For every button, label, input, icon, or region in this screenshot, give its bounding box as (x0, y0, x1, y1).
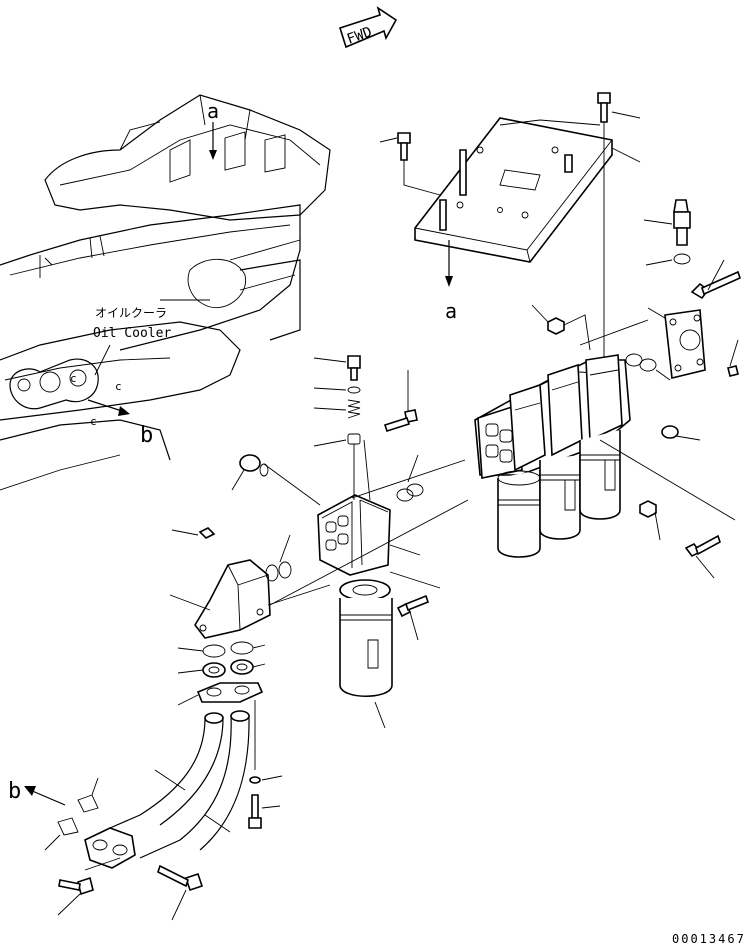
filter-cartridge-3 (579, 430, 621, 520)
filter-cartridge-2 (539, 455, 581, 540)
arrow-b-bottom-line (29, 789, 66, 806)
callout-a-plate: a (445, 299, 457, 323)
callout-a-top: a (207, 99, 219, 123)
side-cover (625, 307, 739, 381)
spin-on-filter (339, 579, 393, 729)
oil-cooler-label-en: Oil Cooler (93, 326, 171, 341)
drawing-number: 00013467 (672, 932, 746, 945)
arrow-b-bottom-head (24, 786, 36, 796)
arrow-a-plate-head (445, 276, 453, 287)
leader-triple-to-cover (579, 319, 649, 346)
nut-lower (639, 500, 661, 541)
o-rings-center (396, 454, 424, 502)
oil-pipe (84, 710, 250, 869)
washer-right (661, 425, 701, 441)
bolt-lower-right (684, 534, 721, 579)
bolt-right-upper (690, 259, 741, 300)
bolt-flange-right (157, 864, 204, 921)
mark-c-3: c (70, 372, 77, 385)
arrow-b-head (118, 406, 130, 416)
oil-cooler-leader (94, 344, 111, 376)
filter-cartridge-1 (497, 470, 541, 558)
bolt-filter-side (396, 594, 429, 641)
bolt-pipe-vertical (248, 700, 283, 829)
temperature-sensor (643, 199, 691, 266)
plug-left (231, 454, 321, 506)
plate-bolt-left (379, 132, 441, 196)
adapter-block (169, 527, 331, 639)
mark-c-2: c (90, 415, 97, 428)
nut-upper (531, 304, 591, 351)
mounting-plate (414, 117, 613, 263)
o-rings-adapter (265, 534, 292, 582)
arrow-b-line (87, 399, 126, 413)
fwd-arrow: FWD (338, 6, 398, 49)
bolt-center (383, 370, 418, 433)
mark-c-1: c (115, 380, 122, 393)
engine-block (0, 94, 331, 491)
gasket-stack (177, 641, 266, 706)
leader-filter-head (389, 571, 441, 589)
single-filter-head (317, 494, 421, 576)
leader-center-to-triple (351, 459, 466, 499)
callout-b-left: b (140, 423, 153, 448)
relief-valve-stack (313, 355, 371, 501)
arrow-a-top-head (209, 150, 217, 160)
oil-cooler-label-jp: オイルクーラ (95, 306, 167, 320)
bolt-flange-left (57, 857, 121, 916)
leader-triple-to-bolt (599, 439, 736, 521)
plate-bolt-right (597, 92, 641, 360)
callout-b-bottom: b (8, 779, 21, 804)
leader-adapter-to-triple (269, 499, 469, 606)
gaskets-pipe-flange (44, 777, 99, 851)
